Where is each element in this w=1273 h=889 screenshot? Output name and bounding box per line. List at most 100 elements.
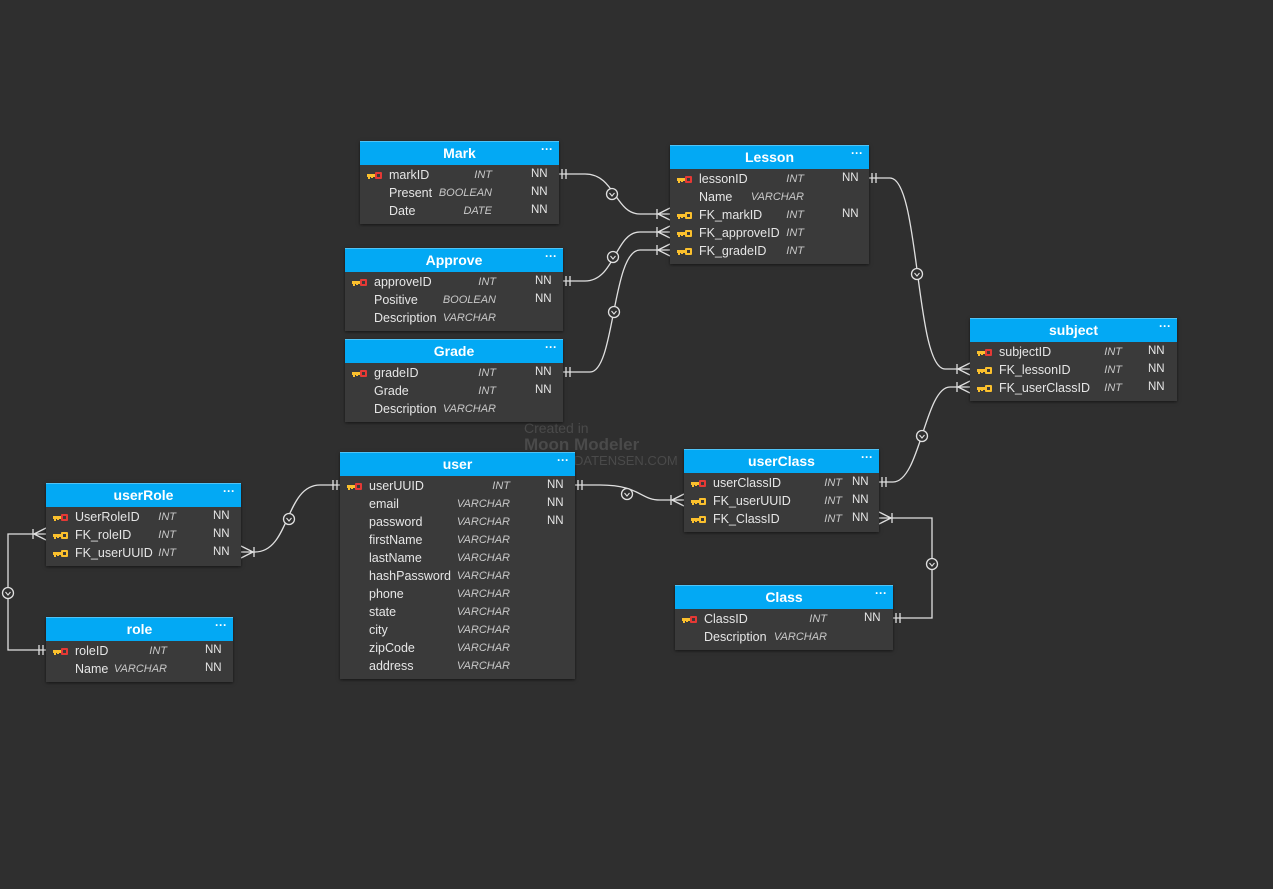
many-marker — [33, 533, 47, 541]
optional-marker — [286, 517, 292, 522]
table-header[interactable]: Class ··· — [675, 585, 893, 609]
table-menu-icon[interactable]: ··· — [1159, 319, 1171, 333]
table-header[interactable]: subject ··· — [970, 318, 1177, 342]
table-name[interactable]: user — [442, 456, 473, 472]
column-name: hashPassword — [369, 569, 451, 583]
column-name: Date — [389, 204, 416, 218]
table-name[interactable]: Grade — [433, 343, 475, 359]
table-header[interactable]: Approve ··· — [345, 248, 563, 272]
table-menu-icon[interactable]: ··· — [223, 484, 235, 498]
table-header[interactable]: user ··· — [340, 452, 575, 476]
table-name[interactable]: Approve — [425, 252, 483, 268]
column-type: INT — [1104, 346, 1122, 358]
relationship-line — [563, 249, 670, 373]
optional-marker — [282, 512, 296, 526]
table-header[interactable]: Grade ··· — [345, 339, 563, 363]
column-type: VARCHAR — [456, 642, 510, 654]
table-menu-icon[interactable]: ··· — [545, 340, 557, 354]
table-name[interactable]: Mark — [443, 145, 476, 161]
column-name: approveID — [374, 275, 432, 289]
table-menu-icon[interactable]: ··· — [875, 586, 887, 600]
column-type: INT — [149, 645, 167, 657]
column-type: VARCHAR — [113, 663, 167, 675]
table-name[interactable]: role — [126, 621, 153, 637]
table-header[interactable]: userRole ··· — [46, 483, 241, 507]
table-name[interactable]: Class — [765, 589, 803, 605]
table-header[interactable]: Mark ··· — [360, 141, 559, 165]
table-name[interactable]: userRole — [113, 487, 174, 503]
column-not-null: NN — [842, 208, 859, 220]
table-menu-icon[interactable]: ··· — [215, 618, 227, 632]
column-type: INT — [478, 367, 496, 379]
optional-marker — [915, 429, 929, 443]
many-marker — [657, 231, 671, 239]
table-name[interactable]: userClass — [748, 453, 815, 469]
table-name[interactable]: Lesson — [744, 149, 794, 165]
column-name: UserRoleID — [75, 510, 140, 524]
column-type: BOOLEAN — [442, 294, 496, 306]
column-type: VARCHAR — [456, 660, 510, 672]
table-menu-icon[interactable]: ··· — [851, 146, 863, 160]
table-menu-icon[interactable]: ··· — [557, 453, 569, 467]
column-not-null: NN — [213, 546, 230, 558]
table-menu-icon[interactable]: ··· — [861, 450, 873, 464]
table-menu-icon[interactable]: ··· — [541, 142, 553, 156]
many-marker — [957, 380, 971, 388]
table-name[interactable]: subject — [1048, 322, 1098, 338]
table-header[interactable]: userClass ··· — [684, 449, 879, 473]
table-header[interactable]: role ··· — [46, 617, 233, 641]
optional-marker — [914, 272, 920, 277]
table-header[interactable]: Lesson ··· — [670, 145, 869, 169]
table-menu-icon[interactable]: ··· — [545, 249, 557, 263]
